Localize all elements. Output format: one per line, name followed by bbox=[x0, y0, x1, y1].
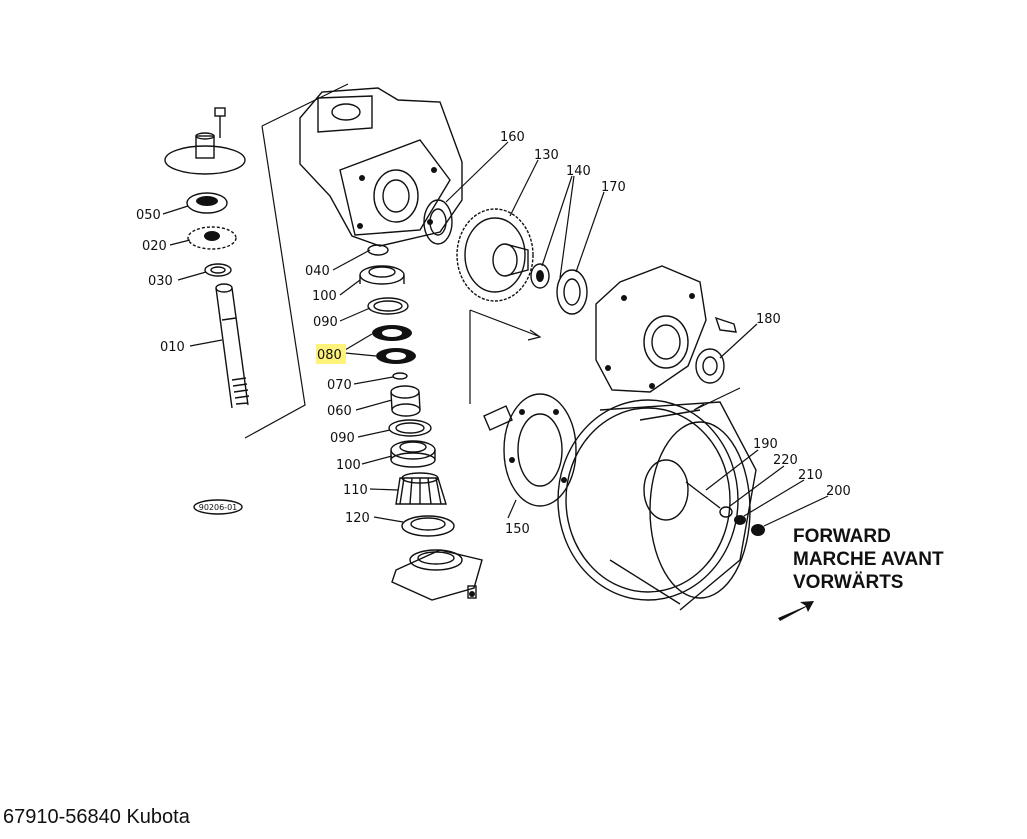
part-label-070: 070 bbox=[327, 378, 352, 393]
vertical-part-stack bbox=[359, 244, 483, 601]
part-label-090-lower: 090 bbox=[330, 431, 355, 446]
direction-forward-fr: MARCHE AVANT bbox=[793, 549, 944, 570]
drawing-code: 90206-01 bbox=[199, 503, 238, 512]
part-label-210: 210 bbox=[798, 468, 823, 483]
part-label-140: 140 bbox=[566, 164, 591, 179]
part-label-180: 180 bbox=[756, 312, 781, 327]
gear-case-housing bbox=[299, 87, 463, 247]
direction-legend: FORWARD MARCHE AVANT VORWÄRTS bbox=[793, 526, 944, 593]
part-label-100-lower: 100 bbox=[336, 458, 361, 473]
part-label-020: 020 bbox=[142, 239, 167, 254]
part-label-050: 050 bbox=[136, 208, 161, 223]
part-label-030: 030 bbox=[148, 274, 173, 289]
axle-and-wheel bbox=[483, 393, 765, 611]
part-highlight bbox=[316, 344, 346, 364]
part-label-100-upper: 100 bbox=[312, 289, 337, 304]
part-label-130: 130 bbox=[534, 148, 559, 163]
part-label-190: 190 bbox=[753, 437, 778, 452]
part-label-120: 120 bbox=[345, 511, 370, 526]
part-number-caption: 67910-56840 Kubota bbox=[3, 806, 190, 828]
horizontal-gear-assembly bbox=[423, 199, 737, 393]
forward-arrow-icon bbox=[778, 601, 814, 621]
part-label-220: 220 bbox=[773, 453, 798, 468]
drawing-code-badge: 90206-01 bbox=[193, 499, 243, 515]
part-label-150: 150 bbox=[505, 522, 530, 537]
guide-line-lower bbox=[693, 387, 741, 411]
part-label-080: 080 bbox=[317, 348, 342, 363]
part-label-060: 060 bbox=[327, 404, 352, 419]
part-label-040: 040 bbox=[305, 264, 330, 279]
guide-line-upper bbox=[469, 309, 542, 404]
part-label-170: 170 bbox=[601, 180, 626, 195]
part-label-010: 010 bbox=[160, 340, 185, 355]
leader-lines bbox=[162, 141, 829, 527]
part-label-090-upper: 090 bbox=[313, 315, 338, 330]
direction-forward-en: FORWARD bbox=[793, 526, 891, 547]
part-label-110: 110 bbox=[343, 483, 368, 498]
direction-forward-de: VORWÄRTS bbox=[793, 572, 903, 593]
part-labels: 050 020 030 010 040 100 090 080 070 060 … bbox=[136, 130, 851, 537]
input-shaft-assembly bbox=[164, 107, 250, 409]
part-label-200: 200 bbox=[826, 484, 851, 499]
part-label-160: 160 bbox=[500, 130, 525, 145]
